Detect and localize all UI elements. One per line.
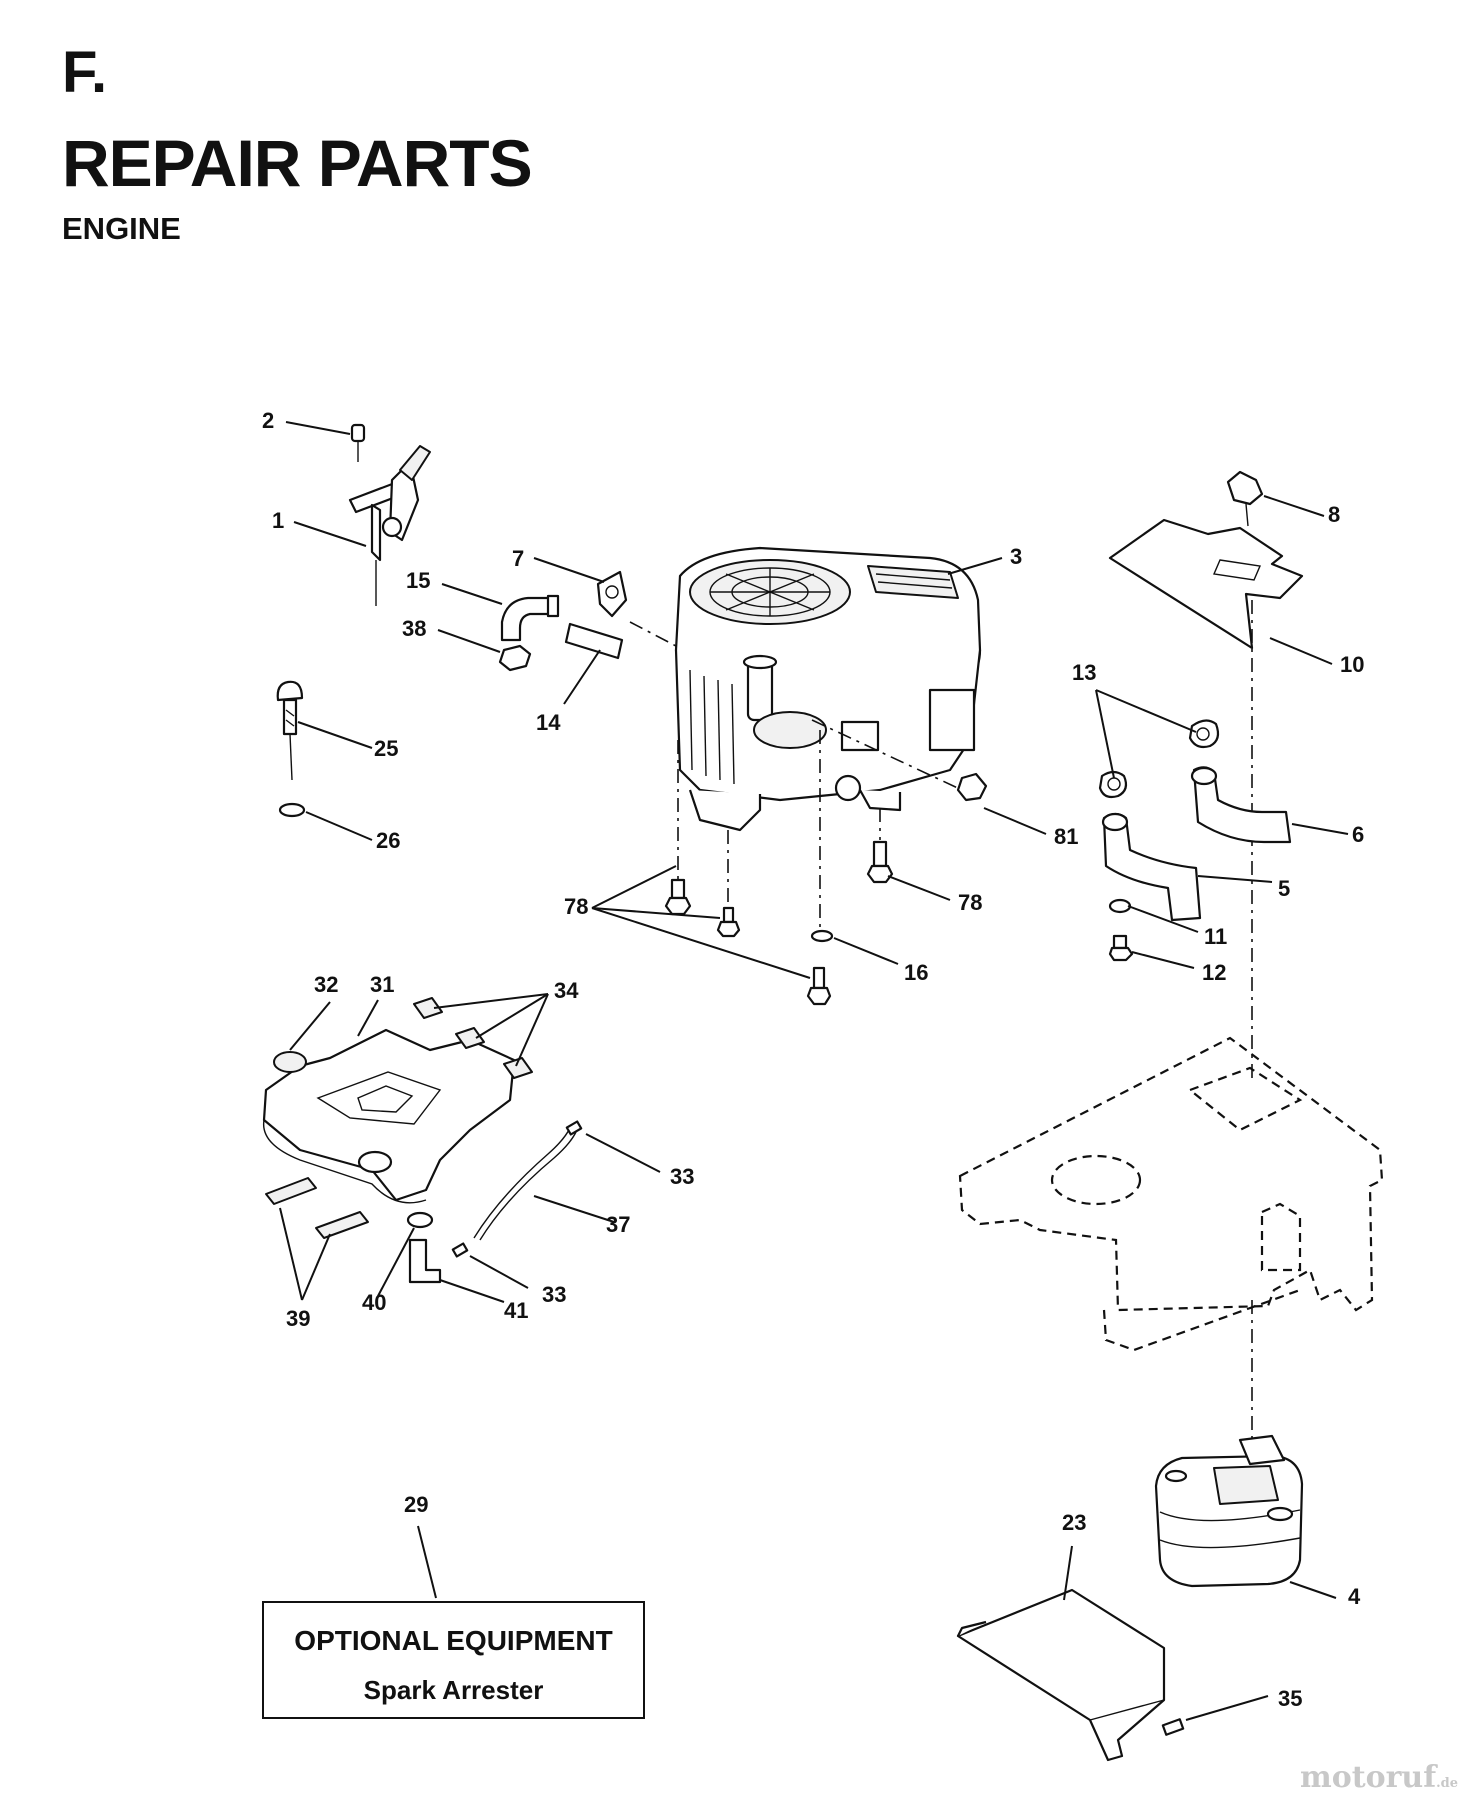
callout-4: 4 [1348,1584,1361,1609]
leader-lines [279,421,1349,1721]
muffler-assembly [956,1300,1304,1762]
callout-12: 12 [1202,960,1226,985]
page-title: REPAIR PARTS [62,126,533,200]
callout-labels: 2 1 7 15 38 14 3 8 10 13 6 5 25 26 81 78… [262,408,1364,1711]
fuel-cap-assembly [276,680,306,818]
callout-3: 3 [1010,544,1022,569]
callout-39: 39 [286,1306,310,1331]
callout-78-right: 78 [958,890,982,915]
callout-40: 40 [362,1290,386,1315]
fuel-fitting-group [498,570,628,672]
callout-41: 41 [504,1298,528,1323]
callout-81: 81 [1054,824,1078,849]
callout-5: 5 [1278,876,1290,901]
tractor-frame [958,1036,1384,1352]
callout-16: 16 [904,960,928,985]
callout-38: 38 [402,616,426,641]
callout-33-upper: 33 [670,1164,694,1189]
section-letter: F. [62,40,108,105]
callout-10: 10 [1340,652,1364,677]
callout-23: 23 [1062,1510,1086,1535]
callout-29: 29 [404,1492,428,1517]
engine-block [674,546,982,832]
callout-11: 11 [1204,924,1227,949]
callout-6: 6 [1352,822,1364,847]
callout-7: 7 [512,546,524,571]
page-subtitle: ENGINE [62,211,181,246]
callout-15: 15 [406,568,430,593]
callout-31: 31 [370,972,394,997]
callout-1: 1 [272,508,284,533]
callout-14: 14 [536,710,561,735]
callout-25: 25 [374,736,398,761]
watermark-logo: motoruf.de [1300,1760,1458,1795]
throttle-control-assembly [348,423,431,606]
optional-equipment-item: Spark Arrester [363,1675,544,1705]
watermark-text: motoruf [1300,1760,1437,1795]
callout-34: 34 [554,978,579,1003]
callout-13: 13 [1072,660,1096,685]
callout-2: 2 [262,408,274,433]
callout-26: 26 [376,828,400,853]
optional-equipment-box: OPTIONAL EQUIPMENT Spark Arrester [262,1601,645,1719]
optional-equipment-title: OPTIONAL EQUIPMENT [294,1625,613,1656]
callout-35: 35 [1278,1686,1302,1711]
watermark-suffix: .de [1436,1776,1459,1791]
engine-mount-hardware [629,621,988,1006]
callout-37: 37 [606,1212,630,1237]
fuel-tank-assembly [262,997,583,1284]
callout-32: 32 [314,972,338,997]
callout-33-lower: 33 [542,1282,566,1307]
callout-8: 8 [1328,502,1340,527]
exhaust-pipe-assembly [1098,719,1292,962]
callout-78-left: 78 [564,894,588,919]
